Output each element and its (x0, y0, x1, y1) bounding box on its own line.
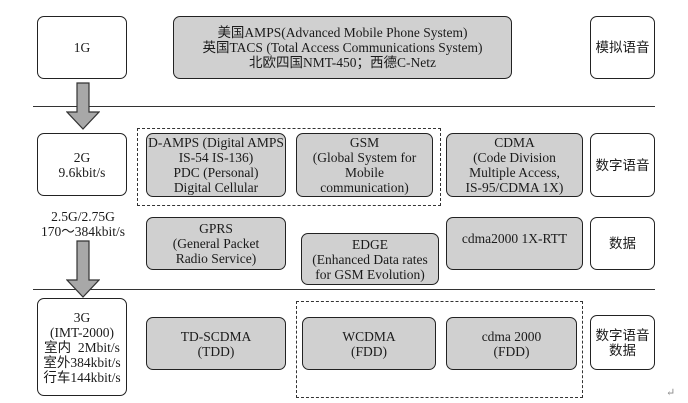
text-line: cdma2000 1X-RTT (461, 231, 568, 246)
system-damps: D-AMPS (Digital AMPS IS-54 IS-136) PDC (… (146, 133, 286, 197)
text-line: (FDD) (493, 343, 530, 359)
system-tacs: 英国TACS (Total Access Communications Syst… (202, 40, 483, 55)
system-amps: 美国AMPS(Advanced Mobile Phone System) (217, 25, 468, 40)
gen-3g-standard: (IMT-2000) (50, 324, 114, 340)
service-analog-voice: 模拟语音 (590, 16, 655, 79)
system-td-scdma: TD-SCDMA (TDD) (146, 317, 286, 370)
text-line: D-AMPS (Digital AMPS (148, 135, 284, 150)
fdd-group (296, 301, 583, 398)
gen-1g-box: 1G (37, 16, 127, 79)
gen-2g-label: 2G (73, 149, 91, 165)
text-line: (Global System for (312, 150, 417, 165)
text-line: Mobile (345, 165, 384, 180)
gen-25g-rate: 170～384kbit/s (40, 224, 125, 239)
gen-3g-label: 3G (73, 309, 91, 325)
text-line: CDMA (494, 135, 535, 150)
text-line: GSM (349, 135, 380, 150)
arrow-down-icon (66, 240, 100, 298)
text-line: communication) (320, 180, 409, 195)
text-line: (Enhanced Data rates (312, 251, 428, 267)
text-line: Multiple Access, (469, 165, 560, 180)
system-cdma2000: cdma 2000 (FDD) (446, 317, 577, 370)
system-edge: EDGE (Enhanced Data rates for GSM Evolut… (301, 233, 439, 285)
text-line: (FDD) (351, 343, 387, 359)
text-line: (General Packet (172, 236, 260, 251)
text-line: Radio Service) (175, 251, 257, 266)
text-line: PDC (Personal) (173, 165, 259, 180)
service-digital-voice-data: 数字语音 数据 (590, 315, 655, 370)
return-mark-icon: ↵ (666, 387, 676, 399)
system-gprs: GPRS (General Packet Radio Service) (146, 217, 286, 270)
gen-3g-box: 3G (IMT-2000) 室内 2Mbit/s 室外384kbit/s 行车1… (37, 298, 127, 396)
text-line: Digital Cellular (173, 180, 259, 195)
text-line: EDGE (352, 236, 388, 252)
system-wcdma: WCDMA (FDD) (302, 317, 436, 370)
system-gsm: GSM (Global System for Mobile communicat… (296, 133, 433, 197)
system-cdma: CDMA (Code Division Multiple Access, IS-… (446, 133, 583, 197)
gen-3g-rate-vehicle: 行车144kbit/s (43, 369, 121, 385)
service-label: 模拟语音 (595, 40, 650, 55)
gsm-family-group (137, 128, 441, 206)
service-data: 数据 (590, 217, 655, 270)
text-line: cdma 2000 (481, 328, 542, 344)
text-line: WCDMA (342, 328, 396, 344)
service-label: 数据 (609, 342, 636, 358)
gen-3g-rate-outdoor: 室外384kbit/s (43, 354, 121, 370)
gen-1g-systems-box: 美国AMPS(Advanced Mobile Phone System) 英国T… (173, 16, 512, 79)
text-line: (Code Division (473, 150, 556, 165)
gen-2g-rate: 9.6kbit/s (58, 164, 106, 180)
arrow-down-icon (66, 82, 100, 130)
system-cdma2000-1x-rtt: cdma2000 1X-RTT (446, 217, 583, 270)
text-line: (TDD) (197, 343, 235, 359)
text-line: TD-SCDMA (180, 328, 252, 344)
service-digital-voice: 数字语音 (590, 133, 655, 197)
gen-25g-label: 2.5G/2.75G (51, 209, 115, 224)
gen-2g-box: 2G 9.6kbit/s (37, 133, 127, 196)
service-label: 数据 (609, 236, 636, 251)
text-line: GPRS (199, 221, 233, 236)
text-line: IS-54 IS-136) (178, 150, 254, 165)
gen-1g-label: 1G (73, 40, 91, 55)
system-nmt-cnetz: 北欧四国NMT-450；西德C-Netz (249, 55, 436, 70)
separator-25g-3g (33, 289, 655, 290)
service-label: 数字语音 (595, 327, 650, 343)
service-label: 数字语音 (595, 157, 650, 173)
separator-1g-2g (33, 106, 655, 107)
text-line: for GSM Evolution) (315, 266, 425, 282)
gen-3g-rate-indoor: 室内 2Mbit/s (44, 339, 120, 355)
text-line: IS-95/CDMA 1X) (465, 180, 564, 195)
gen-25g-label-group: 2.5G/2.75G 170～384kbit/s (30, 209, 136, 239)
